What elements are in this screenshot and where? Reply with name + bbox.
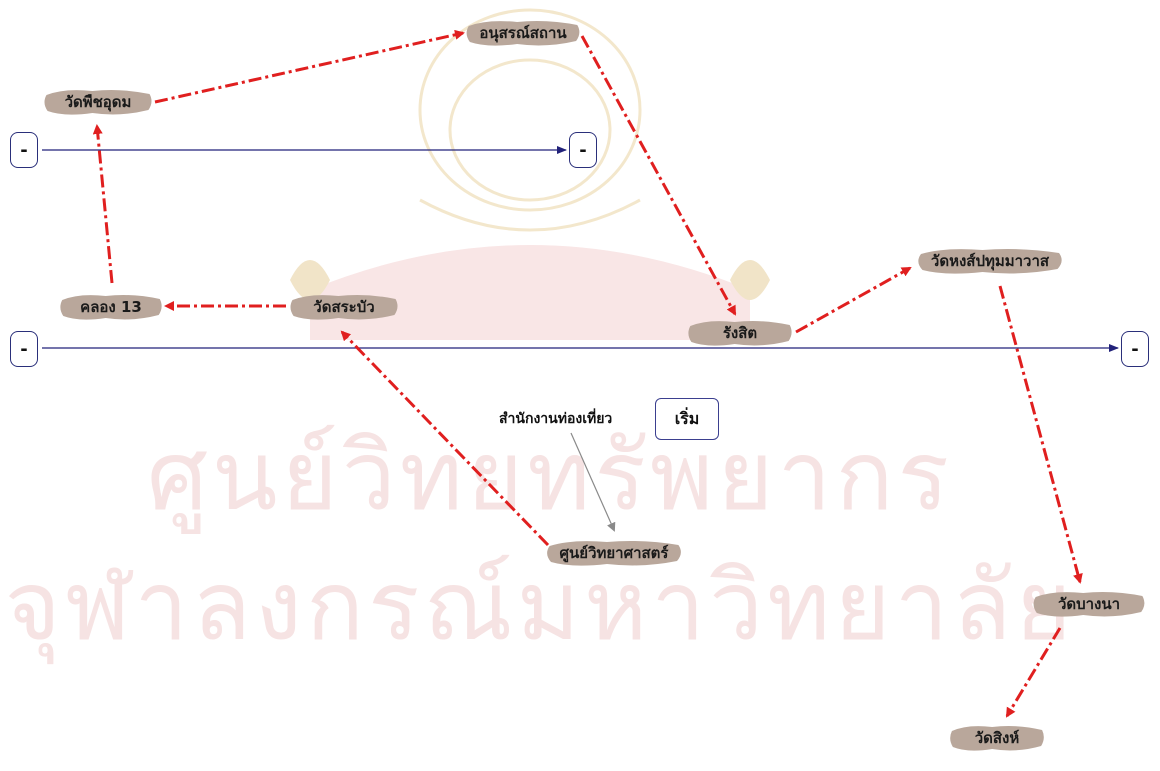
brush-stroke — [918, 249, 1062, 274]
brush-stroke — [60, 295, 162, 320]
node-wat-phuechudom[interactable]: วัดพืชอุดม — [42, 82, 154, 122]
node-wat-sarabua[interactable]: วัดสระบัว — [288, 287, 400, 327]
tourism-office-label[interactable]: สำนักงานท่องเที่ยว — [499, 411, 613, 427]
brush-stroke — [44, 90, 152, 115]
collapse-button-lower-left[interactable]: - — [10, 331, 38, 367]
route-arrow-4 — [998, 285, 1083, 584]
node-khlong-13[interactable]: คลอง 13 — [58, 287, 164, 327]
brush-stroke — [688, 321, 792, 346]
brush-stroke — [950, 726, 1044, 751]
watermark-line-1: ศูนย์วิทยทรัพยากร — [146, 420, 954, 532]
watermark-line-2: จุฬาลงกรณ์มหาวิทยาลัย — [4, 550, 1076, 662]
node-label: วัดสระบัว — [313, 298, 375, 316]
node-label: อนุสรณ์สถาน — [479, 24, 567, 42]
node-wat-bangna[interactable]: วัดบางนา — [1031, 584, 1147, 624]
collapse-button-lower-right[interactable]: - — [1121, 331, 1149, 367]
node-label: ศูนย์วิทยาศาสตร์ — [559, 544, 669, 562]
route-arrow-2 — [580, 35, 737, 316]
route-arrow-8 — [92, 124, 114, 284]
brush-stroke — [547, 541, 681, 566]
node-label: วัดพืชอุดม — [64, 93, 132, 111]
route-arrow-5 — [1005, 627, 1062, 718]
route-arrow-1 — [154, 29, 465, 104]
route-arrow-6 — [340, 330, 550, 547]
node-anusornsathan[interactable]: อนุสรณ์สถาน — [464, 13, 582, 53]
watermark-emblem — [290, 8, 770, 340]
route-arrow-3 — [795, 266, 912, 334]
node-label: วัดบางนา — [1057, 595, 1121, 613]
node-label: วัดหงส์ปทุมมาวาส — [930, 252, 1050, 270]
office-to-science-arrow — [570, 432, 616, 532]
brush-stroke — [466, 21, 580, 46]
brush-stroke — [290, 295, 398, 320]
brush-stroke — [1033, 592, 1145, 617]
node-wat-hongpathum[interactable]: วัดหงส์ปทุมมาวาส — [915, 241, 1065, 281]
collapse-button-upper-left[interactable]: - — [10, 132, 38, 168]
start-button[interactable]: เริ่ม — [655, 398, 719, 440]
node-label: วัดสิงห์ — [974, 729, 1020, 747]
collapse-button-upper-right[interactable]: - — [569, 132, 597, 168]
node-rangsit[interactable]: รังสิต — [686, 313, 794, 353]
node-label: คลอง 13 — [80, 298, 142, 316]
node-label: รังสิต — [722, 324, 758, 342]
node-wat-sing[interactable]: วัดสิงห์ — [948, 718, 1046, 758]
node-science-center[interactable]: ศูนย์วิทยาศาสตร์ — [544, 533, 684, 573]
